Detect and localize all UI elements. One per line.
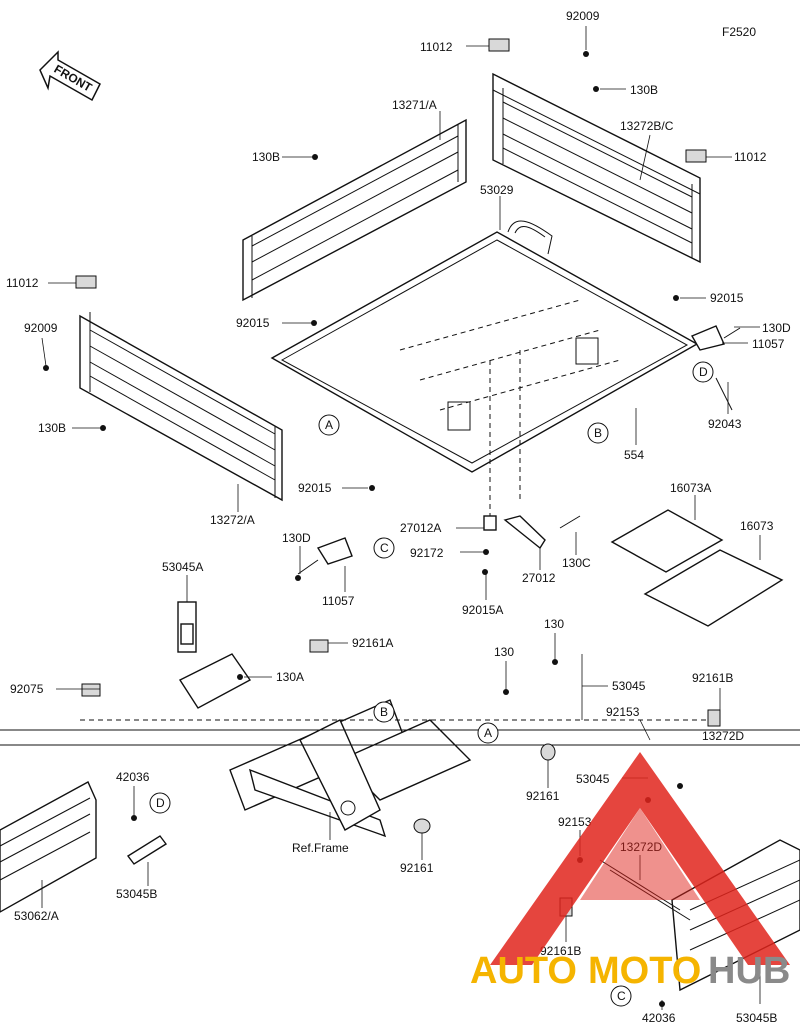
part-11057-left: 11057	[322, 594, 355, 608]
part-53045B-right: 53045B	[736, 1011, 777, 1025]
part-92161-low: 92161	[400, 861, 434, 875]
part-42036-left: 42036	[116, 770, 150, 784]
part-13272A: 13272/A	[210, 513, 255, 527]
svg-text:A: A	[325, 418, 333, 432]
part-16073A: 16073A	[670, 481, 711, 495]
callout-C-top: C	[373, 537, 395, 559]
rail-53062A	[0, 781, 97, 913]
part-42036-low: 42036	[642, 1011, 676, 1025]
callout-D-low: D	[149, 792, 171, 814]
part-130B-top: 130B	[630, 83, 658, 97]
part-92075: 92075	[10, 682, 44, 696]
callout-A-mid: A	[477, 722, 499, 744]
part-130-b: 130	[494, 645, 514, 659]
mat-16073A	[610, 509, 724, 573]
part-92015-low: 92015	[298, 481, 332, 495]
svg-text:D: D	[699, 365, 708, 379]
hinge-11057-left	[297, 537, 353, 575]
bed-frame-assembly	[0, 653, 800, 838]
part-130C: 130C	[562, 556, 591, 570]
part-13271A: 13271/A	[392, 98, 437, 112]
part-92015A: 92015A	[462, 603, 503, 617]
plug-92161-low	[413, 818, 431, 834]
part-11012-top: 11012	[420, 40, 453, 54]
svg-text:C: C	[617, 989, 626, 1003]
part-53045-b: 53045	[576, 772, 610, 786]
hinge-27012	[483, 515, 581, 550]
watermark-moto: MOTO	[588, 950, 701, 992]
part-130A: 130A	[276, 670, 304, 684]
part-53045A: 53045A	[162, 560, 203, 574]
part-27012A: 27012A	[400, 521, 441, 535]
part-13272D-top: 13272D	[702, 729, 744, 743]
svg-text:B: B	[380, 705, 388, 719]
watermark-hub: HUB	[708, 950, 790, 992]
part-53045B-left: 53045B	[116, 887, 157, 901]
part-92153-low: 92153	[558, 815, 592, 829]
part-13272BC: 13272B/C	[620, 119, 674, 133]
reference-frame-label: Ref.Frame	[292, 841, 349, 855]
part-11012-left: 11012	[6, 276, 39, 290]
part-92015-mid: 92015	[236, 316, 270, 330]
part-16073: 16073	[740, 519, 774, 533]
part-27012: 27012	[522, 571, 556, 585]
bumper-cap-92161A	[309, 639, 329, 653]
automotohub-watermark-logo: AUTO MOTO HUB	[470, 752, 790, 992]
plug-92161-mid	[540, 743, 556, 761]
rear-panel-13272A	[79, 312, 283, 502]
part-11012-right: 11012	[734, 150, 767, 164]
part-554: 554	[624, 448, 644, 462]
part-130-a: 130	[544, 617, 564, 631]
figure-code: F2520	[722, 25, 756, 39]
svg-text:C: C	[380, 541, 389, 555]
part-92172: 92172	[410, 546, 444, 560]
part-130B-lower: 130B	[38, 421, 66, 435]
latch-53045B-left	[126, 835, 168, 865]
callout-D-top: D	[692, 361, 714, 383]
bumper-92161B-top	[707, 709, 721, 727]
hinge-11057-right	[690, 325, 741, 411]
mat-16073	[643, 549, 784, 627]
svg-text:D: D	[156, 796, 165, 810]
part-92161B-top: 92161B	[692, 671, 733, 685]
part-53045-a: 53045	[612, 679, 646, 693]
part-130B-left: 130B	[252, 150, 280, 164]
bumper-cap-11012-right	[685, 149, 707, 163]
side-panel-13271A	[242, 118, 467, 302]
part-92153-top: 92153	[606, 705, 640, 719]
part-92015-right: 92015	[710, 291, 744, 305]
part-53029: 53029	[480, 183, 514, 197]
part-53062A: 53062/A	[14, 909, 59, 923]
part-92161A: 92161A	[352, 636, 393, 650]
bumper-cap-11012-top	[488, 38, 510, 52]
part-11057-right: 11057	[752, 337, 785, 351]
part-92009-left: 92009	[24, 321, 58, 335]
part-92161-mid: 92161	[526, 789, 560, 803]
part-92009-top: 92009	[566, 9, 600, 23]
bumper-cap-11012-left	[75, 275, 97, 289]
front-arrow-icon: FRONT	[39, 50, 101, 102]
part-130D-left: 130D	[282, 531, 311, 545]
callout-B-top: B	[587, 422, 609, 444]
part-130D-right: 130D	[762, 321, 791, 335]
svg-text:B: B	[594, 426, 602, 440]
svg-text:A: A	[484, 726, 492, 740]
callout-C-low: C	[610, 985, 632, 1007]
part-92161B-low: 92161B	[540, 944, 581, 958]
bumper-cap-92075	[81, 683, 101, 697]
latch-53045A	[177, 601, 197, 653]
front-panel-13272BC	[492, 72, 701, 264]
callout-A-top: A	[318, 414, 340, 436]
callout-B-mid: B	[373, 701, 395, 723]
part-92043: 92043	[708, 417, 742, 431]
bed-floor-53029	[270, 220, 699, 520]
watermark-auto: AUTO	[470, 950, 577, 992]
